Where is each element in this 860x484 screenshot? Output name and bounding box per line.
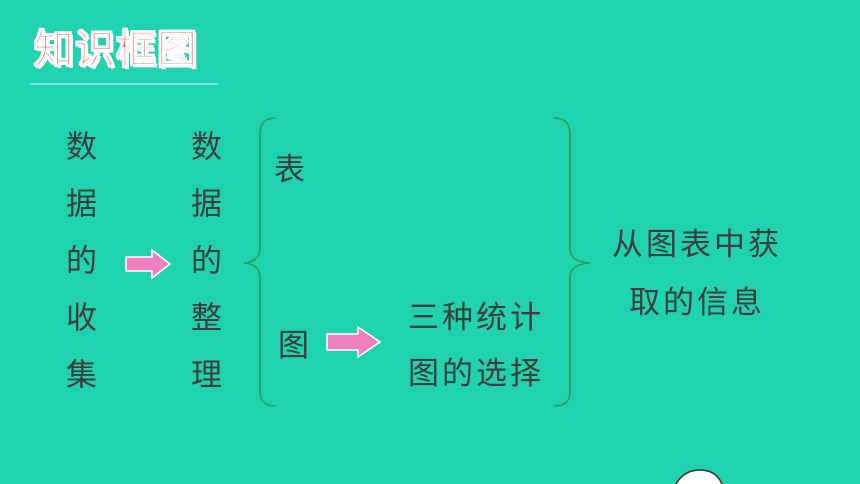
arrow-graph-to-selection [326,325,382,359]
page-title: 知识框图 [34,27,198,74]
node-graph: 图 [278,328,309,364]
node-info: 从图表中获取的信息 [612,227,782,321]
arrow-collect-to-organize [125,248,172,280]
node-data-collection: 数据的收集 [60,130,96,415]
right-brace [553,117,591,407]
left-brace [243,117,277,407]
node-table: 表 [274,152,305,188]
node-data-organization: 数据的整理 [185,130,221,415]
decorative-circle-icon [675,469,723,484]
title-underline [30,83,218,85]
node-chart-selection: 三种统计图的选择 [408,300,544,392]
